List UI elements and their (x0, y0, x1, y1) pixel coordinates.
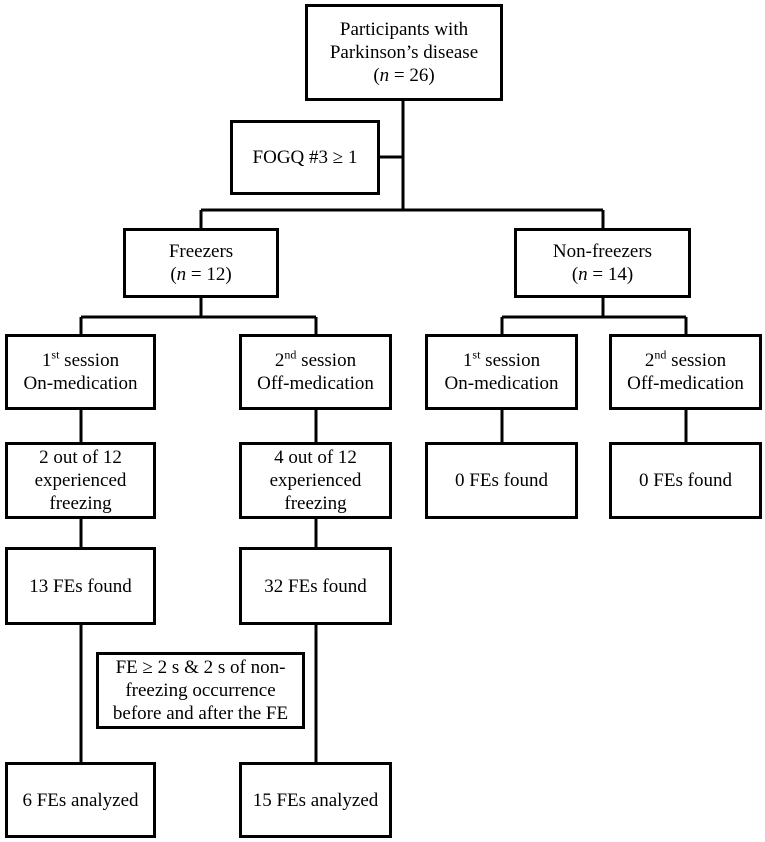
experienced-line-1: 4 out of 12 (274, 447, 357, 468)
session-1-label: 1st session (462, 347, 541, 371)
experienced-line-2: experienced (269, 470, 362, 491)
freezers-on-found-box: 13 FEs found (5, 547, 156, 625)
fes-analyzed-label: 15 FEs analyzed (252, 789, 379, 811)
freezers-on-analyzed-box: 6 FEs analyzed (5, 762, 156, 838)
fes-found-label: 0 FEs found (455, 470, 548, 491)
root-count: (n = 26) (373, 65, 435, 86)
fe-criterion-box: FE ≥ 2 s & 2 s of non- freezing occurren… (96, 652, 305, 729)
freezers-session-1-box: 1st session On-medication (5, 334, 156, 410)
on-medication-label: On-medication (444, 373, 559, 394)
experienced-line-3: freezing (284, 493, 347, 514)
session-2-label: 2nd session (274, 347, 357, 371)
fe-criterion-line-3: before and after the FE (112, 703, 289, 724)
freezers-on-experienced-box: 2 out of 12 experienced freezing (5, 442, 156, 519)
freezers-title: Freezers (168, 241, 234, 262)
off-medication-label: Off-medication (627, 373, 744, 394)
fes-found-label: 0 FEs found (639, 470, 732, 491)
nonfreezers-on-found-box: 0 FEs found (425, 442, 578, 519)
fe-criterion-line-1: FE ≥ 2 s & 2 s of non- (115, 657, 286, 678)
session-1-label: 1st session (41, 347, 120, 371)
experienced-line-1: 2 out of 12 (39, 447, 122, 468)
freezers-box: Freezers (n = 12) (123, 228, 279, 298)
freezers-off-found-box: 32 FEs found (239, 547, 392, 625)
fes-found-label: 32 FEs found (264, 575, 367, 597)
experienced-line-2: experienced (34, 470, 127, 491)
nonfreezers-off-found-box: 0 FEs found (609, 442, 762, 519)
nonfreezers-session-1-box: 1st session On-medication (425, 334, 578, 410)
freezers-count: (n = 12) (170, 264, 232, 285)
experienced-line-3: freezing (49, 493, 112, 514)
freezers-session-2-box: 2nd session Off-medication (239, 334, 392, 410)
freezers-off-experienced-box: 4 out of 12 experienced freezing (239, 442, 392, 519)
root-line-2: Parkinson’s disease (329, 42, 479, 63)
fes-analyzed-label: 6 FEs analyzed (22, 789, 139, 811)
on-medication-label: On-medication (23, 373, 138, 394)
freezers-off-analyzed-box: 15 FEs analyzed (239, 762, 392, 838)
fes-found-label: 13 FEs found (29, 575, 132, 597)
fogq-criterion-box: FOGQ #3 ≥ 1 (230, 120, 380, 195)
root-line-1: Participants with (339, 19, 469, 40)
nonfreezers-title: Non-freezers (552, 241, 653, 262)
fe-criterion-line-2: freezing occurrence (125, 680, 276, 701)
nonfreezers-count: (n = 14) (571, 264, 634, 285)
nonfreezers-box: Non-freezers (n = 14) (514, 228, 691, 298)
session-2-label: 2nd session (644, 347, 727, 371)
fogq-label: FOGQ #3 ≥ 1 (252, 147, 358, 168)
participants-box: Participants with Parkinson’s disease (n… (305, 4, 503, 101)
nonfreezers-session-2-box: 2nd session Off-medication (609, 334, 762, 410)
off-medication-label: Off-medication (257, 373, 374, 394)
